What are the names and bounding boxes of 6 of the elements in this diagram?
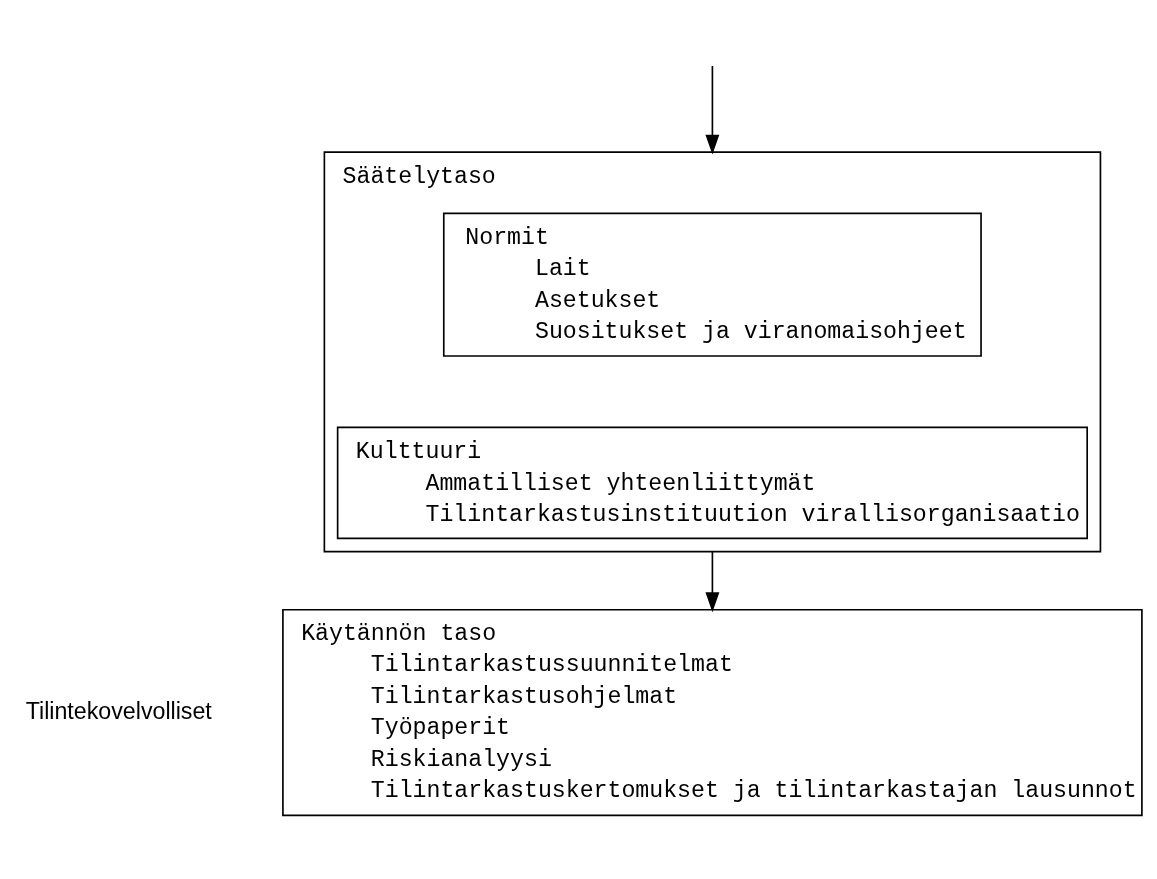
arrow [705, 550, 720, 612]
node-box: Kulttuuri Ammatilliset yhteenliittymät Tilintarkastusinstituution virallisorganisaatio [336, 426, 1088, 539]
node-box: Käytännön taso Tilintarkastussuunnitelmat Tilintarkastusohjelmat Työpaperit Riskianalyysi Tilintarkastuskertomukset ja tilintarkastajan lausunnot [282, 608, 1143, 816]
arrow [705, 64, 720, 155]
node-box: Normit Lait Asetukset Suositukset ja viranomaisohjeet [442, 212, 982, 357]
label: Tilintekovelvolliset [25, 697, 212, 724]
